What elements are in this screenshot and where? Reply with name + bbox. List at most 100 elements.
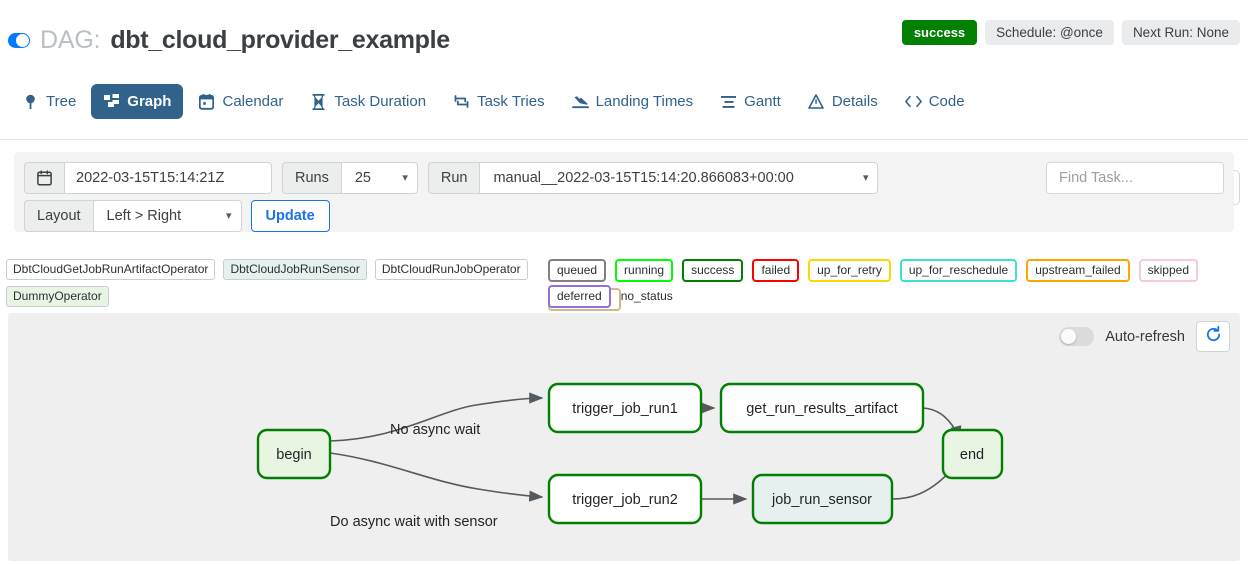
gantt-icon [720, 93, 737, 110]
status-chip-queued[interactable]: queued [548, 259, 607, 282]
base-date-group: 2022-03-15T15:14:21Z [24, 162, 272, 194]
toolbar-row-primary: 2022-03-15T15:14:21Z Runs 25 ▾ Run manua… [24, 162, 879, 194]
tab-label: Task Duration [334, 93, 427, 110]
next-run-badge: Next Run: None [1121, 20, 1240, 45]
graph-node-trigger-job-run2[interactable]: trigger_job_run2 [547, 473, 703, 525]
operator-legend: DbtCloudGetJobRunArtifactOperator DbtClo… [6, 259, 536, 307]
page-header: DAG: dbt_cloud_provider_example success … [0, 0, 1248, 72]
tab-details[interactable]: Details [796, 84, 890, 119]
edge-label-no-async-wait: No async wait [390, 422, 480, 438]
operator-chip[interactable]: DbtCloudRunJobOperator [374, 259, 528, 280]
node-label: begin [276, 447, 311, 463]
num-runs-value: 25 [354, 170, 371, 186]
refresh-button[interactable] [1196, 321, 1230, 352]
tab-label: Calendar [222, 93, 284, 110]
dag-run-select[interactable]: manual__2022-03-15T15:14:20.866083+00:00… [479, 162, 879, 194]
dag-nav-tabs: Tree Graph Calendar Task Duration [0, 82, 1248, 205]
graph-node-job-run-sensor[interactable]: job_run_sensor [751, 473, 894, 525]
layout-value: Left > Right [106, 208, 182, 224]
graph-edge-labels: No async wait Do async wait with sensor [330, 422, 498, 530]
page-title: dbt_cloud_provider_example [110, 26, 450, 54]
status-legend: queued running success failed up_for_ret… [548, 259, 1244, 311]
edge-label-do-async-wait-with-sensor: Do async wait with sensor [330, 514, 498, 530]
refresh-icon [1205, 325, 1222, 348]
tab-label: Landing Times [595, 93, 694, 110]
auto-refresh-toggle[interactable] [1059, 327, 1095, 346]
chevron-down-icon: ▾ [402, 171, 408, 184]
graph-controls: Auto-refresh [1059, 321, 1230, 352]
status-legend-row2: deferred no_status [548, 285, 673, 308]
status-chip-up-for-retry[interactable]: up_for_retry [808, 259, 891, 282]
chevron-down-icon: ▾ [862, 171, 869, 184]
base-date-input[interactable]: 2022-03-15T15:14:21Z [64, 162, 272, 194]
dag-title-row: DAG: dbt_cloud_provider_example [8, 26, 450, 55]
operator-chip[interactable]: DbtCloudJobRunSensor [223, 259, 367, 280]
operator-chip[interactable]: DbtCloudGetJobRunArtifactOperator [6, 259, 216, 280]
tab-label: Graph [127, 93, 172, 110]
tab-label: Details [831, 93, 878, 110]
update-button[interactable]: Update [250, 200, 330, 232]
status-chip-deferred[interactable]: deferred [548, 285, 611, 308]
find-task-input[interactable]: Find Task... [1046, 162, 1224, 194]
hourglass-icon [310, 93, 327, 110]
status-badge: success [901, 20, 978, 45]
warning-triangle-icon [808, 93, 825, 110]
runs-group: Runs 25 ▾ [282, 162, 418, 194]
node-label: end [960, 447, 984, 463]
edge-begin-to-trigger-job-run2 [329, 452, 544, 502]
tab-label: Code [928, 93, 965, 110]
graph-node-end[interactable]: end [941, 428, 1004, 480]
run-group: Run manual__2022-03-15T15:14:20.866083+0… [427, 162, 879, 194]
schedule-badge[interactable]: Schedule: @once [985, 20, 1114, 45]
dag-paused-toggle[interactable] [8, 33, 30, 48]
graph-legend: DbtCloudGetJobRunArtifactOperator DbtClo… [0, 255, 1248, 311]
retry-icon [453, 93, 470, 110]
node-label: trigger_job_run1 [572, 401, 678, 417]
status-chip-upstream-failed[interactable]: upstream_failed [1026, 259, 1130, 282]
tab-tree[interactable]: Tree [10, 84, 88, 119]
tab-task-tries[interactable]: Task Tries [441, 84, 557, 119]
tab-label: Gantt [744, 93, 781, 110]
graph-node-get-run-results-artifact[interactable]: get_run_results_artifact [719, 382, 925, 434]
dag-run-value: manual__2022-03-15T15:14:20.866083+00:00 [493, 170, 794, 186]
status-chip-running[interactable]: running [615, 259, 674, 282]
num-runs-select[interactable]: 25 ▾ [340, 162, 418, 194]
status-chip-failed[interactable]: failed [752, 259, 800, 282]
graph-icon [103, 93, 120, 110]
tree-icon [22, 93, 39, 110]
status-chip-skipped[interactable]: skipped [1138, 259, 1198, 282]
tab-landing-times[interactable]: Landing Times [560, 84, 706, 119]
tab-calendar[interactable]: Calendar [186, 84, 295, 119]
node-label: trigger_job_run2 [572, 492, 678, 508]
layout-select[interactable]: Left > Right ▾ [92, 200, 242, 232]
layout-group: Layout Left > Right ▾ [24, 200, 242, 232]
tab-task-duration[interactable]: Task Duration [298, 84, 438, 119]
chevron-down-icon: ▾ [226, 209, 232, 222]
node-label: job_run_sensor [771, 492, 872, 508]
operator-chip[interactable]: DummyOperator [6, 286, 109, 307]
auto-refresh-label: Auto-refresh [1105, 328, 1185, 345]
calendar-icon[interactable] [24, 162, 64, 194]
header-badges: success Schedule: @once Next Run: None [901, 20, 1240, 45]
status-chip-no-status[interactable]: no_status [620, 289, 673, 303]
graph-node-trigger-job-run1[interactable]: trigger_job_run1 [547, 382, 703, 434]
landing-icon [571, 93, 589, 110]
tabs-list: Tree Graph Calendar Task Duration [10, 84, 977, 119]
dag-graph-canvas[interactable]: Auto-refresh [8, 313, 1240, 561]
calendar-icon [198, 93, 215, 110]
tab-label: Tree [46, 93, 77, 110]
status-chip-up-for-reschedule[interactable]: up_for_reschedule [899, 259, 1018, 282]
status-chip-success[interactable]: success [682, 259, 744, 282]
tab-label: Task Tries [477, 93, 545, 110]
layout-label: Layout [24, 200, 93, 232]
graph-node-begin[interactable]: begin [256, 428, 332, 480]
node-label: get_run_results_artifact [746, 401, 898, 417]
edge-begin-to-trigger-job-run1 [329, 392, 544, 442]
code-brackets-icon [904, 93, 922, 110]
tab-graph[interactable]: Graph [91, 84, 184, 119]
dag-graph-svg: No async wait Do async wait with sensor … [256, 382, 1004, 530]
tab-code[interactable]: Code [893, 84, 977, 119]
toolbar-row-secondary: Layout Left > Right ▾ Update [24, 200, 330, 232]
tab-gantt[interactable]: Gantt [708, 84, 793, 119]
runs-label: Runs [282, 162, 341, 194]
